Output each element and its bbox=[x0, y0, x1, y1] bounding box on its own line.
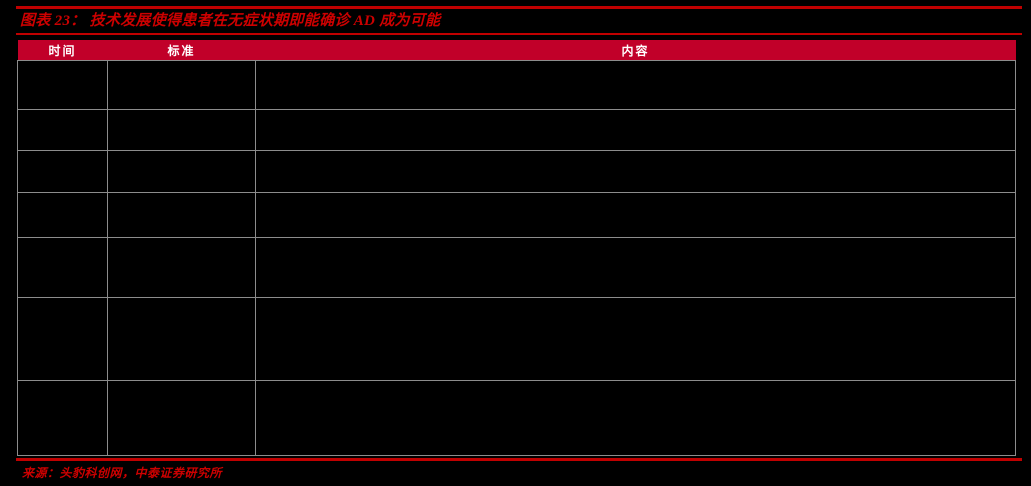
cell-standard bbox=[107, 60, 256, 110]
table-row bbox=[17, 109, 1016, 151]
table-body bbox=[17, 60, 1016, 456]
cell-time bbox=[17, 380, 108, 456]
table-row bbox=[17, 150, 1016, 193]
cell-standard bbox=[107, 237, 256, 298]
data-table-wrapper: 时间 标准 内容 bbox=[17, 40, 1016, 456]
title-top-rule bbox=[16, 6, 1022, 9]
source-top-rule bbox=[16, 458, 1022, 461]
cell-standard bbox=[107, 192, 256, 238]
cell-content bbox=[255, 297, 1016, 381]
cell-content bbox=[255, 192, 1016, 238]
figure-source-block: 来源：头豹科创网，中泰证券研究所 bbox=[16, 458, 1022, 483]
cell-content bbox=[255, 237, 1016, 298]
table-row bbox=[17, 380, 1016, 456]
table-header-row: 时间 标准 内容 bbox=[17, 40, 1016, 61]
cell-time bbox=[17, 60, 108, 110]
table-row bbox=[17, 192, 1016, 238]
title-bottom-rule bbox=[16, 33, 1022, 35]
cell-time bbox=[17, 237, 108, 298]
cell-standard bbox=[107, 109, 256, 151]
table-row bbox=[17, 60, 1016, 110]
cell-content bbox=[255, 60, 1016, 110]
figure-title-block: 图表 23： 技术发展使得患者在无症状期即能确诊 AD 成为可能 bbox=[16, 6, 1022, 35]
page-title: 图表 23： 技术发展使得患者在无症状期即能确诊 AD 成为可能 bbox=[20, 13, 441, 29]
data-table: 时间 标准 内容 bbox=[17, 40, 1016, 456]
column-header-time: 时间 bbox=[17, 40, 108, 61]
cell-content bbox=[255, 109, 1016, 151]
cell-time bbox=[17, 150, 108, 193]
cell-time bbox=[17, 297, 108, 381]
cell-content bbox=[255, 380, 1016, 456]
table-row bbox=[17, 237, 1016, 298]
table-row bbox=[17, 297, 1016, 381]
cell-time bbox=[17, 192, 108, 238]
column-header-standard: 标准 bbox=[107, 40, 256, 61]
cell-content bbox=[255, 150, 1016, 193]
cell-standard bbox=[107, 297, 256, 381]
table-header: 时间 标准 内容 bbox=[17, 40, 1016, 61]
cell-standard bbox=[107, 380, 256, 456]
source-note: 来源：头豹科创网，中泰证券研究所 bbox=[22, 466, 223, 480]
column-header-content: 内容 bbox=[255, 40, 1016, 61]
cell-standard bbox=[107, 150, 256, 193]
cell-time bbox=[17, 109, 108, 151]
